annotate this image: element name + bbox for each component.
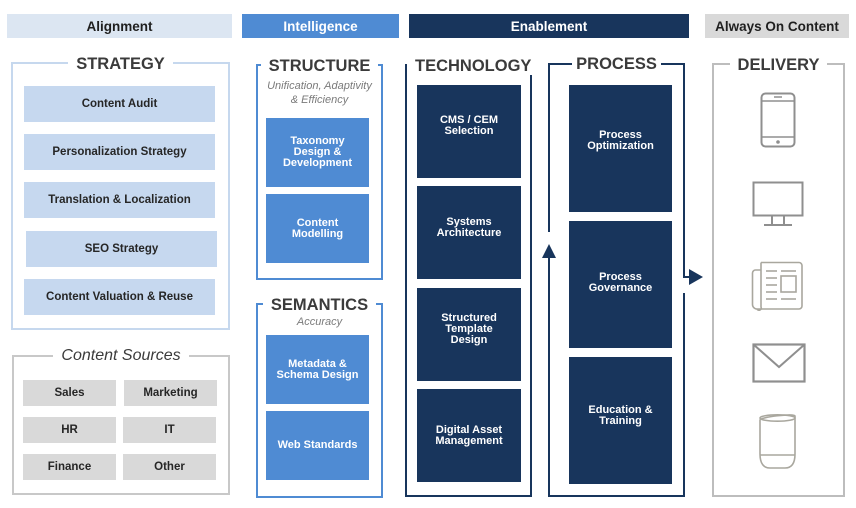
alignment-header: Alignment [7, 14, 232, 38]
source-finance: Finance [23, 454, 116, 480]
always-on-content-header: Always On Content [705, 14, 849, 38]
newspaper-icon [751, 261, 803, 312]
strategy-item-translation: Translation & Localization [24, 182, 215, 218]
desktop-monitor-icon [752, 181, 804, 226]
source-other: Other [123, 454, 216, 480]
up-arrow-icon [542, 244, 556, 258]
semantics-frame: SEMANTICS Accuracy [256, 296, 383, 498]
source-marketing: Marketing [124, 380, 217, 406]
content-sources-title: Content Sources [53, 347, 189, 364]
structure-title: STRUCTURE [260, 57, 379, 75]
semantics-title: SEMANTICS [262, 296, 377, 314]
source-hr: HR [23, 417, 116, 443]
intelligence-header: Intelligence [242, 14, 399, 38]
strategy-item-personalization: Personalization Strategy [24, 134, 215, 170]
technology-frame: TECHNOLOGY [405, 57, 540, 497]
process-title-wrap: PROCESS [549, 54, 684, 75]
strategy-item-content-audit: Content Audit [24, 86, 215, 122]
content-sources-frame: Content Sources [12, 347, 230, 495]
mobile-phone-icon [760, 92, 796, 148]
process-title: PROCESS [572, 55, 661, 73]
technology-title: TECHNOLOGY [407, 57, 540, 75]
source-sales: Sales [23, 380, 116, 406]
enablement-header: Enablement [409, 14, 689, 38]
process-item-education-training: Education &Training [569, 357, 672, 484]
semantics-item-metadata: Metadata &Schema Design [266, 335, 369, 404]
smart-speaker-icon [759, 413, 796, 469]
delivery-title: DELIVERY [729, 56, 828, 74]
structure-frame: STRUCTURE Unification, Adaptivity & Effi… [256, 57, 383, 280]
delivery-frame: DELIVERY [712, 56, 845, 497]
structure-subtitle: Unification, Adaptivity & Efficiency [267, 80, 372, 106]
strategy-item-content-valuation: Content Valuation & Reuse [24, 279, 215, 315]
strategy-item-seo: SEO Strategy [26, 231, 217, 267]
semantics-subtitle: Accuracy [296, 316, 343, 328]
strategy-title: STRATEGY [68, 55, 173, 73]
right-arrow-icon [689, 269, 703, 285]
strategy-frame: STRATEGY [11, 55, 230, 330]
email-envelope-icon [752, 343, 806, 383]
source-it: IT [123, 417, 216, 443]
semantics-item-web-standards: Web Standards [266, 411, 369, 480]
